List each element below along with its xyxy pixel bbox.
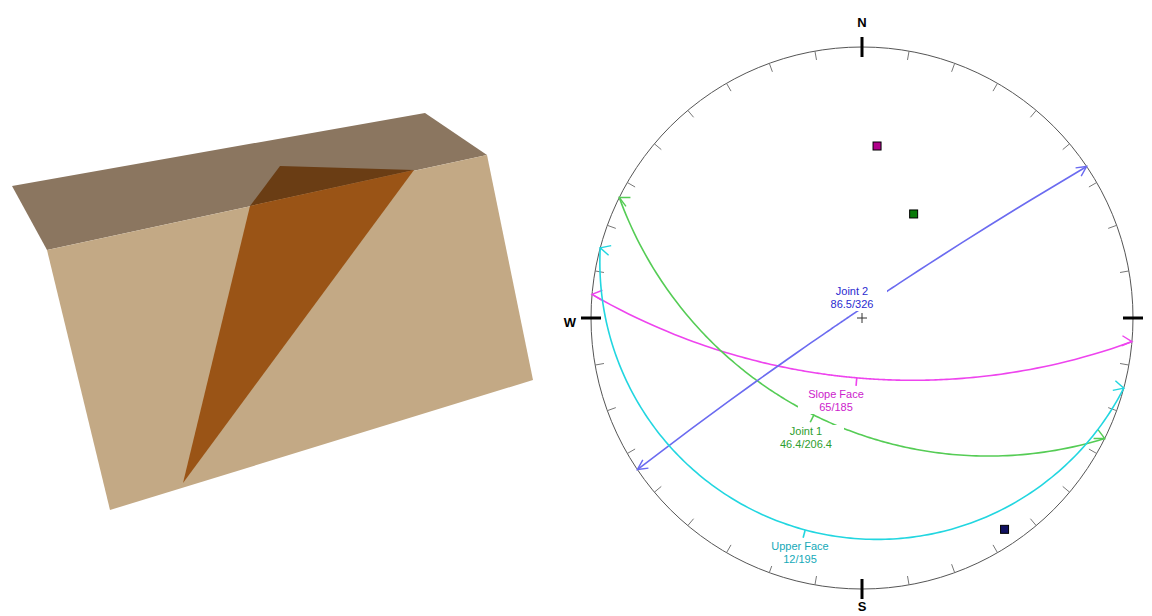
strike-mark — [1076, 166, 1087, 176]
degree-tick — [627, 449, 635, 454]
degree-tick — [952, 63, 955, 71]
degree-tick — [1123, 317, 1143, 320]
degree-tick — [654, 486, 661, 492]
degree-tick — [1089, 449, 1097, 454]
degree-tick — [993, 83, 998, 91]
stereonet — [581, 37, 1143, 599]
plane-label: Upper Face 12/195 — [762, 540, 838, 565]
dip-tick — [810, 415, 814, 422]
wedge-front — [183, 170, 414, 483]
strike-mark — [1122, 336, 1132, 346]
compass-label: N — [855, 16, 868, 31]
degree-tick — [1030, 519, 1036, 526]
plane-label: Joint 2 86.5/326 — [817, 285, 887, 310]
degree-tick — [1063, 486, 1070, 492]
great-circle — [619, 198, 1104, 457]
degree-tick — [815, 51, 817, 60]
dip-tick — [803, 530, 805, 538]
degree-tick — [993, 545, 998, 553]
degree-tick — [654, 144, 661, 150]
pole-marker — [1001, 525, 1009, 533]
degree-tick — [1120, 363, 1129, 365]
strike-mark — [600, 246, 611, 256]
degree-tick — [952, 564, 955, 572]
degree-tick — [595, 363, 604, 365]
degree-tick — [627, 183, 635, 188]
degree-tick — [907, 576, 909, 585]
great-circle — [600, 248, 1124, 540]
pole-marker — [910, 210, 918, 218]
degree-tick — [727, 545, 732, 553]
plane-label: Joint 1 46.4/206.4 — [768, 425, 844, 450]
degree-tick — [907, 51, 909, 60]
pole-marker — [873, 142, 881, 150]
primitive-circle — [591, 47, 1133, 589]
degree-tick — [861, 579, 864, 599]
strike-mark — [637, 460, 648, 470]
degree-tick — [688, 519, 694, 526]
degree-tick — [688, 110, 694, 117]
centre-cross — [857, 313, 867, 323]
strike-mark — [619, 197, 630, 206]
degree-tick — [607, 408, 615, 411]
compass-label: W — [562, 316, 578, 331]
degree-tick — [607, 225, 615, 228]
degree-tick — [581, 317, 601, 320]
degree-tick — [1089, 183, 1097, 188]
degree-tick — [1063, 144, 1070, 150]
degree-tick — [1108, 225, 1116, 228]
plane-label: Slope Face 65/185 — [798, 388, 874, 413]
degree-tick — [1030, 110, 1036, 117]
strike-mark — [1113, 381, 1124, 391]
dip-tick — [855, 378, 857, 386]
degree-tick — [769, 63, 772, 71]
compass-label: S — [856, 600, 869, 615]
block-front-face — [47, 155, 533, 510]
degree-tick — [1120, 271, 1129, 273]
degree-tick — [815, 576, 817, 585]
degree-tick — [727, 83, 732, 91]
degree-tick — [861, 37, 864, 57]
great-circle — [637, 166, 1086, 469]
